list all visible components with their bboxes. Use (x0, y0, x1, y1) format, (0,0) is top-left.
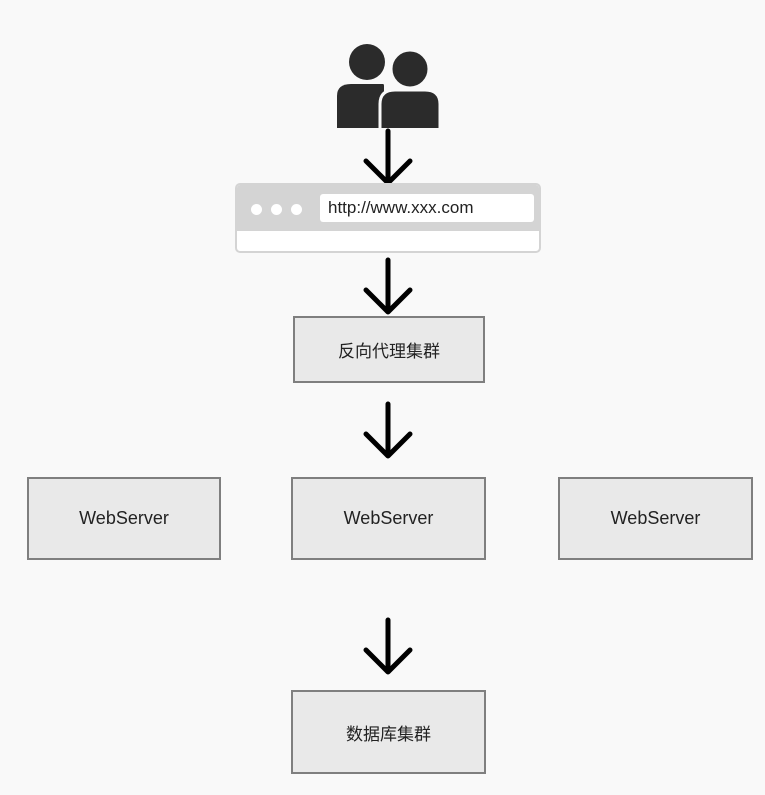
window-dot-icon (291, 204, 302, 215)
browser-toolbar: http://www.xxx.com (237, 185, 539, 231)
arrow-down-icon (363, 257, 413, 315)
arrow-down-icon (363, 401, 413, 459)
window-dot-icon (251, 204, 262, 215)
database-cluster-node: 数据库集群 (291, 690, 486, 774)
address-bar: http://www.xxx.com (320, 194, 534, 222)
webserver-node-center: WebServer (291, 477, 486, 560)
webserver-node-right: WebServer (558, 477, 753, 560)
users-icon (337, 44, 442, 128)
arrow-down-icon (363, 617, 413, 675)
browser-window: http://www.xxx.com (235, 183, 541, 253)
window-dot-icon (271, 204, 282, 215)
webserver-node-left: WebServer (27, 477, 221, 560)
reverse-proxy-cluster-node: 反向代理集群 (293, 316, 485, 383)
